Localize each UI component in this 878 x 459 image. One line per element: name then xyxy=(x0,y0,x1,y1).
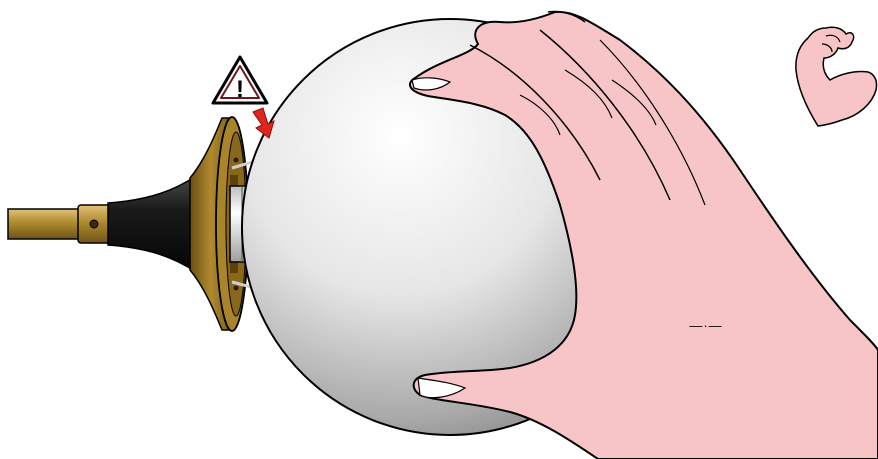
hand-marking: —·— xyxy=(676,318,736,332)
flexed-arm-icon xyxy=(796,27,877,126)
brass-rod xyxy=(8,205,112,243)
warning-symbol: ! xyxy=(236,76,244,103)
